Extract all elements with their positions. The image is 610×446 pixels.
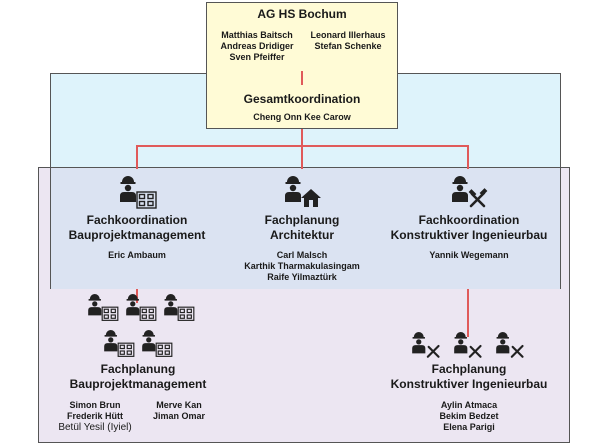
worker-tools-icon [412,332,440,358]
level3-left-title2: Bauprojektmanagement [69,377,207,391]
level2-right-member: Yannik Wegemann [429,250,509,260]
level3-right-member-3: Elena Parigi [443,422,495,432]
level3-left-title1: Fachplanung [100,362,176,376]
connector-left-down [136,145,138,169]
top-member-right-2: Stefan Schenke [314,41,382,51]
level2-right-title2: Konstruktiver Ingenieurbau [390,228,548,242]
level2-middle-title2: Architektur [269,228,334,242]
worker-building-icon [120,176,157,209]
connector-right-down [467,145,469,169]
level3-right-title2: Konstruktiver Ingenieurbau [390,377,548,391]
worker-building-icon [164,294,195,321]
worker-house-icon [285,176,321,207]
level2-middle-member-3: Raife Yilmaztürk [267,272,337,282]
connector-right-lower [467,289,469,337]
level3-left-member-l2: Frederik Hütt [66,411,123,421]
top-title: AG HS Bochum [257,7,347,21]
coordination-member: Cheng Onn Kee Carow [253,112,351,122]
level3-left-member-l1: Simon Brun [69,400,121,410]
level3-right-member-1: Aylin Atmaca [440,400,498,410]
worker-tools-icon [454,332,482,358]
level2-middle-title1: Fachplanung [264,213,340,227]
worker-building-icon [104,330,135,357]
level2-middle-member-2: Karthik Tharmakulasingam [244,261,360,271]
level2-left-member: Eric Ambaum [108,250,166,260]
level2-middle-member-1: Carl Malsch [276,250,328,260]
top-panel [206,2,398,129]
level3-left-member-extra: Betül Yesil (Iyiel) [58,422,132,433]
top-member-center: Sven Pfeiffer [229,52,285,62]
top-member-right-1: Leonard Illerhaus [310,30,386,40]
worker-tools-icon [496,332,524,358]
worker-building-icon [142,330,173,357]
level2-right-title1: Fachkoordination [418,213,520,227]
level3-right-member-2: Bekim Bedzet [439,411,499,421]
connector-top-to-coord [301,71,303,85]
overlap-panel [50,167,561,289]
worker-tools-icon [452,176,488,208]
level3-left-member-r1: Merve Kan [156,400,202,410]
level3-right-title1: Fachplanung [431,362,507,376]
top-member-left-2: Andreas Dridiger [220,41,294,51]
connector-left-lower [136,289,138,303]
level3-left-member-r2: Jiman Omar [152,411,206,421]
connector-coord-down [301,129,303,145]
top-member-left-1: Matthias Baitsch [221,30,293,40]
worker-building-icon [126,294,157,321]
connector-middle-down [301,145,303,169]
level2-left-title1: Fachkoordination [86,213,188,227]
worker-building-icon [88,294,119,321]
coordination-title: Gesamtkoordination [243,92,361,106]
level2-left-title2: Bauprojektmanagement [68,228,206,242]
